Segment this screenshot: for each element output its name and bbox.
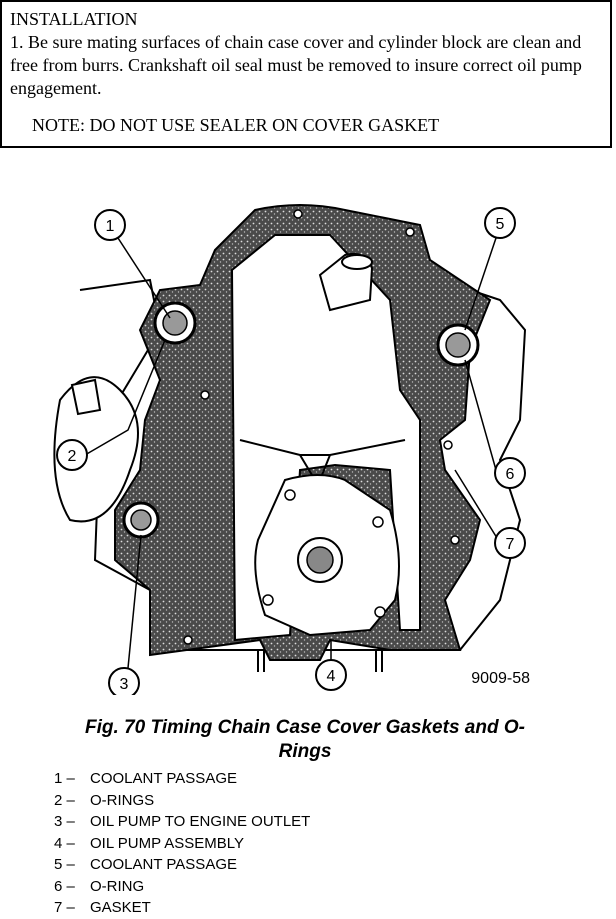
leader-lines xyxy=(84,237,498,669)
callout-3: 3 xyxy=(108,667,140,695)
legend-label: OIL PUMP TO ENGINE OUTLET xyxy=(90,813,311,830)
installation-box: INSTALLATION 1. Be sure mating surfaces … xyxy=(0,0,612,148)
svg-text:2: 2 xyxy=(68,448,77,465)
legend-label: GASKET xyxy=(90,899,151,916)
svg-text:4: 4 xyxy=(327,668,336,685)
callout-6: 6 xyxy=(494,457,526,489)
outlet-pipe xyxy=(70,378,102,416)
legend-number: 5 – xyxy=(54,856,75,873)
legend-item: 7 – GASKET xyxy=(54,897,310,919)
callout-7: 7 xyxy=(494,527,526,559)
legend-label: O-RING xyxy=(90,877,145,895)
callout-5: 5 xyxy=(484,207,516,239)
o-ring-coolant-1 xyxy=(153,301,197,345)
svg-text:7: 7 xyxy=(506,536,515,553)
legend-number: 7 – xyxy=(54,899,75,916)
svg-text:5: 5 xyxy=(496,216,505,233)
callout-1: 1 xyxy=(94,209,126,241)
figure-reference-number: 9009-58 xyxy=(471,670,530,687)
legend-number: 6 – xyxy=(54,877,75,895)
legend-item: 4 – OIL PUMP ASSEMBLY xyxy=(54,833,310,855)
legend-number: 3 – xyxy=(54,813,75,830)
legend-item: 3 – OIL PUMP TO ENGINE OUTLET xyxy=(54,811,310,833)
bolt-holes xyxy=(183,209,460,645)
stud-left xyxy=(257,650,265,672)
figure-legend: 1 – COOLANT PASSAGE 2 – O-RINGS 3 – OIL PUM… xyxy=(54,768,310,919)
installation-step-1: 1. Be sure mating surfaces of chain case… xyxy=(10,32,582,98)
svg-text:1: 1 xyxy=(106,218,115,235)
legend-label: OIL PUMP ASSEMBLY xyxy=(90,834,244,852)
legend-number: 1 – xyxy=(54,770,75,787)
o-ring-coolant-5 xyxy=(436,323,480,367)
legend-item: 2 – O-RINGS xyxy=(54,790,310,812)
svg-text:3: 3 xyxy=(120,676,129,693)
legend-number: 2 – xyxy=(54,791,75,809)
legend-label: COOLANT PASSAGE xyxy=(90,856,237,873)
stud-right xyxy=(375,650,383,672)
installation-note: NOTE: DO NOT USE SEALER ON COVER GASKET xyxy=(32,115,440,135)
timing-chain-case-diagram: 1 2 3 4 5 6 7 9009-58 xyxy=(53,204,530,695)
legend-item: 1 – COOLANT PASSAGE xyxy=(54,768,310,790)
legend-item: 6 – O-RING xyxy=(54,876,310,898)
o-ring-oil-outlet xyxy=(122,501,160,539)
legend-label: COOLANT PASSAGE xyxy=(90,770,237,787)
svg-text:6: 6 xyxy=(506,466,515,483)
callout-2: 2 xyxy=(56,439,88,471)
legend-item: 5 – COOLANT PASSAGE xyxy=(54,854,310,876)
legend-number: 4 – xyxy=(54,834,75,852)
figure-caption: Fig. 70 Timing Chain Case Cover Gaskets … xyxy=(85,717,525,762)
legend-label: O-RINGS xyxy=(90,791,155,809)
callout-4: 4 xyxy=(315,659,347,691)
installation-heading: INSTALLATION xyxy=(10,9,138,29)
